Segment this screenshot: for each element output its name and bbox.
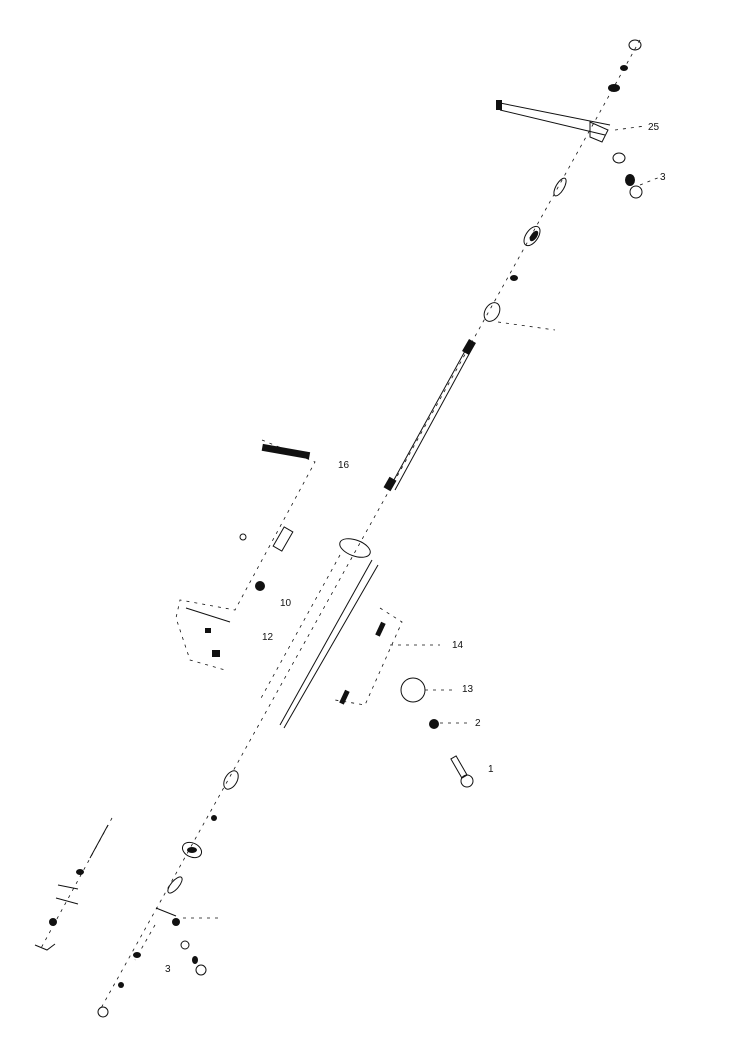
upper-coupler bbox=[483, 302, 556, 331]
bolt bbox=[450, 755, 474, 788]
label-nut: 2 bbox=[475, 718, 481, 729]
nut bbox=[429, 719, 472, 729]
lower-washer bbox=[118, 982, 124, 988]
label-pin: 14 bbox=[452, 640, 464, 651]
top-lock-washer bbox=[608, 84, 620, 92]
housing bbox=[175, 439, 316, 671]
lower-clip bbox=[211, 815, 217, 821]
washer bbox=[400, 677, 455, 703]
top-bolt bbox=[625, 174, 661, 199]
bottom-nut bbox=[97, 1006, 109, 1018]
label-bottom-bolt: 3 bbox=[165, 964, 171, 975]
long-bar bbox=[259, 538, 379, 729]
label-washer: 13 bbox=[462, 684, 474, 695]
shaft bbox=[383, 338, 476, 492]
label-top-bolt: 3 bbox=[660, 172, 666, 183]
lower-bracket bbox=[134, 907, 220, 961]
label-side-plate: 12 bbox=[262, 632, 274, 643]
bracket-plate bbox=[334, 607, 440, 706]
top-nut bbox=[628, 39, 642, 51]
top-bushing bbox=[553, 177, 567, 197]
clip bbox=[510, 275, 518, 281]
assembly-axis bbox=[99, 39, 641, 1011]
lower-bolt bbox=[192, 956, 207, 976]
lower-spacer bbox=[180, 940, 190, 950]
lower-bushing bbox=[167, 876, 183, 894]
lower-grommet bbox=[181, 841, 203, 859]
top-bracket bbox=[496, 100, 646, 143]
left-linkage bbox=[34, 817, 113, 951]
lower-lock-washer bbox=[133, 952, 141, 958]
lower-coupler bbox=[223, 770, 239, 790]
label-bolt: 1 bbox=[488, 764, 494, 775]
top-washer bbox=[620, 65, 628, 71]
top-spacer bbox=[612, 152, 626, 164]
top-grommet bbox=[523, 225, 541, 247]
label-top-bracket: 25 bbox=[648, 122, 660, 133]
label-spring-part: 10 bbox=[280, 598, 292, 609]
label-housing: 16 bbox=[338, 460, 350, 471]
